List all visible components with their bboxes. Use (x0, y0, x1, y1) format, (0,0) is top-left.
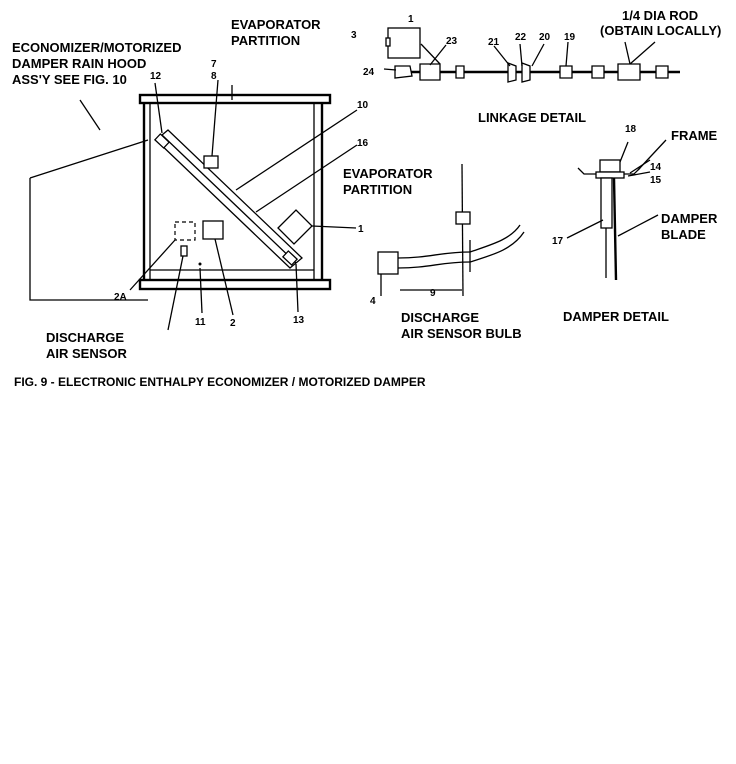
sensor-bulb-label-1: DISCHARGE (401, 310, 479, 325)
callout-12: 12 (150, 71, 162, 82)
discharge-sensor (180, 245, 188, 257)
evap-partition-mid-1: EVAPORATOR (343, 166, 433, 181)
callout-17: 17 (552, 236, 564, 247)
callout-16: 16 (357, 138, 369, 149)
damper-shaft-bracket (599, 159, 621, 173)
linkage-motor (387, 27, 421, 59)
callout-23: 23 (446, 36, 458, 47)
damper-blade-edge (612, 177, 618, 281)
economizer-label-3: ASS'Y SEE FIG. 10 (12, 72, 127, 87)
frame-top (138, 93, 332, 105)
callout-2a: 2A (114, 292, 127, 303)
callout-8: 8 (211, 71, 217, 82)
damper-detail: 18 14 15 17 FRAME DAMPER BLADE DAMPER DE… (552, 124, 718, 324)
evap-partition-top-2: PARTITION (231, 33, 300, 48)
rod-label-2: (OBTAIN LOCALLY) (600, 23, 721, 38)
callout-10: 10 (357, 100, 369, 111)
callout-13: 13 (293, 315, 305, 326)
callout-4: 4 (370, 296, 376, 307)
sensor-bulb (377, 251, 399, 275)
callout-9: 9 (430, 288, 436, 299)
discharge-air-sensor-2: AIR SENSOR (46, 346, 128, 361)
callout-24: 24 (363, 67, 375, 78)
evaporator-partition-wall (461, 163, 464, 297)
linkage-detail-title: LINKAGE DETAIL (478, 110, 586, 125)
callout-14: 14 (650, 162, 662, 173)
sensor-bulb-label-2: AIR SENSOR BULB (401, 326, 522, 341)
rod-label-1: 1/4 DIA ROD (622, 8, 698, 23)
discharge-air-sensor-1: DISCHARGE (46, 330, 124, 345)
enthalpy-sensor-2a (174, 221, 196, 241)
rain-hood (29, 139, 149, 301)
callout-link-1: 1 (408, 14, 414, 25)
callout-22: 22 (515, 32, 527, 43)
callout-15: 15 (650, 175, 662, 186)
sensor-bulb-detail: 4 9 EVAPORATOR PARTITION DISCHARGE AIR S… (343, 163, 525, 341)
evap-partition-top-1: EVAPORATOR (231, 17, 321, 32)
callout-20: 20 (539, 32, 551, 43)
damper-actuator (277, 209, 313, 245)
callout-3: 3 (351, 30, 357, 41)
frame-bottom (138, 278, 332, 291)
callout-1: 1 (358, 224, 364, 235)
damper-blade-label-1: DAMPER (661, 211, 718, 226)
controller-2 (202, 220, 224, 240)
frame-label: FRAME (671, 128, 718, 143)
main-assembly: 7 8 12 10 16 1 2A 11 2 13 ECONOMIZER/MOT… (12, 17, 369, 361)
evap-partition-mid-2: PARTITION (343, 182, 412, 197)
callout-21: 21 (488, 37, 500, 48)
callout-18: 18 (625, 124, 637, 135)
linkage-detail: 1 3 23 24 21 22 20 19 1/4 DIA ROD (OBTAI… (351, 8, 721, 125)
damper-detail-title: DAMPER DETAIL (563, 309, 669, 324)
callout-11: 11 (195, 317, 206, 328)
callout-19: 19 (564, 32, 576, 43)
damper-blade-label-2: BLADE (661, 227, 706, 242)
bracket (203, 155, 219, 169)
callout-2: 2 (230, 318, 236, 329)
economizer-label-2: DAMPER RAIN HOOD (12, 56, 146, 71)
figure-caption: FIG. 9 - ELECTRONIC ENTHALPY ECONOMIZER … (14, 375, 426, 389)
economizer-label-1: ECONOMIZER/MOTORIZED (12, 40, 181, 55)
callout-7: 7 (211, 59, 217, 70)
